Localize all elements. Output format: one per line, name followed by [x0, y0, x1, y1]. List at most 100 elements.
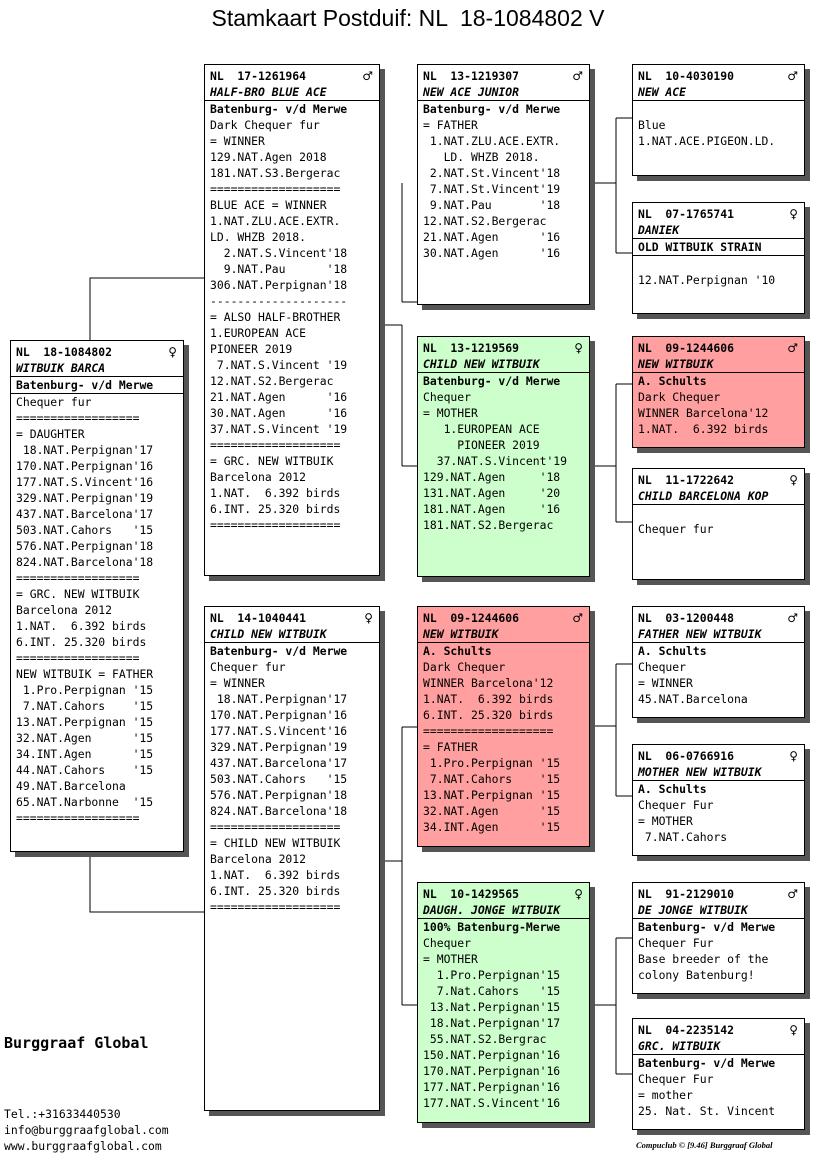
card-line: Chequer fur: [638, 522, 714, 536]
card-line: Chequer fur: [210, 660, 286, 674]
contact-email: info@burggraafglobal.com: [4, 1123, 169, 1137]
ring-number: NL 04-2235142: [638, 1023, 735, 1037]
card-line: 1.NAT. 6.392 birds: [638, 422, 769, 436]
card-header: NL 14-1040441♀: [210, 610, 377, 626]
breeder: Batenburg- v/d Merwe: [210, 644, 348, 658]
female-symbol-icon: ♀: [789, 1023, 798, 1037]
card-header: NL 17-1261964♂: [210, 68, 377, 84]
ring-number: NL 13-1219307: [423, 69, 520, 83]
breeder: Batenburg- v/d Merwe: [638, 1056, 776, 1070]
card-line: 6.INT. 25.320 birds: [210, 884, 341, 898]
card-header: NL 10-1429565♀: [423, 886, 587, 902]
ring-number: NL 13-1219569: [423, 341, 520, 355]
card-line: ==================: [16, 811, 140, 825]
ring-number: NL 06-0766916: [638, 749, 735, 763]
card-line: 329.NAT.Perpignan'19: [210, 740, 348, 754]
card-line: 6.INT. 25.320 birds: [16, 635, 147, 649]
card-line: 1.Pro.Perpignan '15: [16, 683, 154, 697]
card-line: Blue: [638, 118, 666, 132]
pigeon-card-fmm: NL 11-1722642♀CHILD BARCELONA KOP Cheque…: [632, 468, 805, 580]
card-line: 7.NAT.S.Vincent '19: [210, 358, 348, 372]
card-line: 37.NAT.S.Vincent'19: [423, 454, 568, 468]
card-line: 45.NAT.Barcelona: [638, 692, 748, 706]
breeder: 100% Batenburg-Merwe: [423, 920, 561, 934]
card-line: 1.NAT. 6.392 birds: [423, 692, 554, 706]
card-line: 181.NAT.S3.Bergerac: [210, 166, 341, 180]
card-line: = WINNER: [210, 134, 265, 148]
card-line: Chequer: [423, 936, 472, 950]
card-line: 30.NAT.Agen '16: [423, 246, 561, 260]
card-line: 170.NAT.Perpignan'16: [16, 459, 154, 473]
pigeon-name: NEW ACE: [633, 84, 804, 101]
card-line: 306.NAT.Perpignan'18: [210, 278, 348, 292]
card-line: = GRC. NEW WITBUIK: [210, 454, 334, 468]
card-line: ==================: [16, 411, 140, 425]
card-line: 576.NAT.Perpignan'18: [16, 539, 154, 553]
card-header: NL 10-4030190♂: [638, 68, 802, 84]
card-header: NL 13-1219569 ♀: [423, 340, 587, 356]
card-line: 1.NAT. 6.392 birds: [210, 486, 341, 500]
card-line: 6.INT. 25.320 birds: [423, 708, 554, 722]
card-line: 503.NAT.Cahors '15: [210, 772, 348, 786]
card-line: = MOTHER: [423, 952, 478, 966]
pigeon-name: NEW ACE JUNIOR: [418, 84, 589, 101]
card-line: colony Batenburg!: [638, 968, 755, 982]
card-line: 65.NAT.Narbonne '15: [16, 795, 154, 809]
card-line: Dark Chequer: [638, 390, 721, 404]
breeder: Batenburg- v/d Merwe: [210, 102, 348, 116]
card-line: = MOTHER: [638, 814, 693, 828]
pigeon-name: DANIEK: [633, 222, 804, 239]
card-line: [638, 505, 802, 521]
card-line: LD. WHZB 2018.: [423, 150, 540, 164]
card-line: 30.NAT.Agen '16: [210, 406, 348, 420]
card-line: 170.NAT.Perpignan'16: [423, 1064, 561, 1078]
pigeon-name: HALF-BRO BLUE ACE: [205, 84, 379, 101]
card-line: 7.NAT.Cahors '15: [16, 699, 154, 713]
card-line: 21.NAT.Agen '16: [210, 390, 348, 404]
card-line: 177.NAT.S.Vincent'16: [210, 724, 348, 738]
card-line: 170.NAT.Perpignan'16: [210, 708, 348, 722]
card-line: ===================: [210, 438, 341, 452]
card-line: 18.Nat.Perpignan'17: [423, 1016, 561, 1030]
card-line: Barcelona 2012: [16, 603, 113, 617]
card-line: 129.NAT.Agen '18: [423, 470, 561, 484]
page-title: Stamkaart Postduif: NL 18-1084802 V: [211, 5, 605, 31]
card-line: 13.NAT.Perpignan '15: [423, 788, 561, 802]
pigeon-name: NEW WITBUIK: [418, 626, 589, 643]
card-line: 18.NAT.Perpignan'17: [16, 443, 154, 457]
card-line: ===================: [423, 724, 554, 738]
female-symbol-icon: ♀: [574, 887, 583, 901]
card-line: = CHILD NEW WITBUIK: [210, 836, 341, 850]
card-header: NL 03-1200448 ♂: [638, 610, 802, 626]
card-line: Dark Chequer fur: [210, 118, 320, 132]
breeder: Batenburg- v/d Merwe: [423, 374, 561, 388]
female-symbol-icon: ♀: [574, 341, 583, 355]
female-symbol-icon: ♀: [789, 207, 798, 221]
card-line: 6.INT. 25.320 birds: [210, 502, 341, 516]
card-line: 55.NAT.S2.Bergrac: [423, 1032, 547, 1046]
card-header: NL 04-2235142 ♀: [638, 1022, 802, 1038]
ring-number: NL 18-1084802: [16, 345, 113, 359]
card-header: NL 18-1084802 ♀: [16, 344, 181, 360]
ring-number: NL 91-2129010: [638, 887, 735, 901]
card-line: 131.NAT.Agen '20: [423, 486, 561, 500]
card-line: LD. WHZB 2018.: [210, 230, 307, 244]
card-line: 824.NAT.Barcelona'18: [210, 804, 348, 818]
ring-number: NL 03-1200448: [638, 611, 735, 625]
card-line: 1.Pro.Perpignan '15: [423, 756, 561, 770]
card-line: ==================: [16, 651, 140, 665]
card-line: 13.NAT.Perpignan '15: [16, 715, 154, 729]
pigeon-name: FATHER NEW WITBUIK: [633, 626, 804, 643]
card-header: NL 09-1244606♂: [423, 610, 587, 626]
male-symbol-icon: ♂: [787, 341, 798, 355]
breeder: A. Schults: [638, 644, 707, 658]
card-line: 9.NAT.Pau '18: [423, 198, 561, 212]
male-symbol-icon: ♂: [787, 611, 798, 625]
card-header: NL 09-1244606♂: [638, 340, 802, 356]
female-symbol-icon: ♀: [168, 345, 177, 359]
